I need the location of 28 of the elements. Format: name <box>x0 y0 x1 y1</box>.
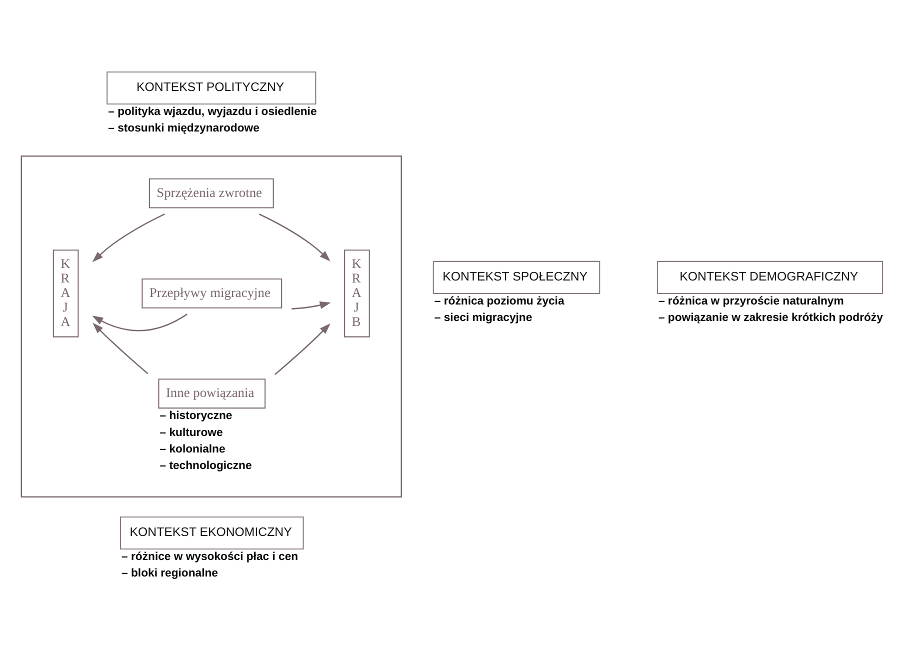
node-box: KONTEKST SPOŁECZNY <box>432 260 600 294</box>
node-box: Przepływy migracyjne <box>141 278 282 308</box>
node-box: Inne powiązania <box>158 378 266 409</box>
node-label: – stosunki międzynarodowe <box>108 122 259 135</box>
node-label: – historyczne <box>159 410 232 422</box>
node-label: – polityka wjazdu, wyjazdu i osiedlenie <box>108 106 316 118</box>
arrow <box>274 323 330 375</box>
node-label: – różnica poziomu życia <box>434 296 564 308</box>
node-box: KONTEKST DEMOGRAFICZNY <box>656 260 883 294</box>
node-box: KONTEKST POLITYCZNY <box>106 71 316 104</box>
arrow <box>92 322 148 374</box>
node-label: – różnice w wysokości płac i cen <box>121 551 298 564</box>
node-label: – powiązanie w zakresie krótkich podróży <box>658 312 882 324</box>
node-box: K R A J B <box>344 250 370 338</box>
arrow <box>291 301 330 310</box>
node-label: – różnica w przyroście naturalnym <box>658 296 844 308</box>
node-label: – sieci migracyjne <box>434 312 532 324</box>
node-box: K R A J A <box>52 250 78 338</box>
cluster <box>20 156 402 498</box>
node-box: KONTEKST EKONOMICZNY <box>120 516 304 550</box>
node-box: Sprzężenia zwrotne <box>148 178 274 208</box>
arrow <box>92 213 164 262</box>
node-label: – bloki regionalne <box>121 568 218 580</box>
arrow <box>258 214 330 262</box>
node-label: – kolonialne <box>159 443 225 456</box>
node-label: – technologiczne <box>159 460 252 472</box>
arrow <box>92 314 187 332</box>
node-label: – kulturowe <box>159 426 222 439</box>
